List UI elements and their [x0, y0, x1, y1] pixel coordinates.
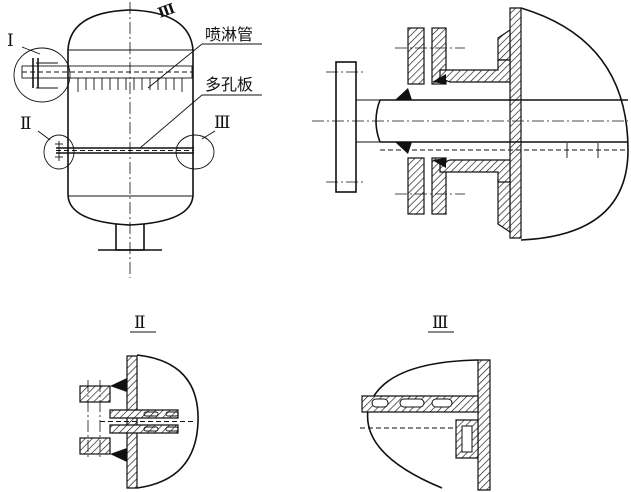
detail-two-wall	[126, 355, 138, 489]
vessel-mark: Ⅲ	[156, 1, 178, 22]
detail-three-wall	[477, 359, 491, 491]
detail-one-view	[312, 7, 629, 241]
spray-nozzles	[77, 78, 183, 92]
break-line	[520, 7, 629, 241]
detail-two-caption: Ⅱ	[134, 313, 146, 333]
liner-upper	[439, 59, 511, 83]
leader-spray-pipe	[147, 43, 203, 89]
detail-three-caption: Ⅲ	[432, 313, 448, 333]
detail-circle-two	[43, 134, 75, 170]
detail-two-break	[136, 354, 199, 489]
outer-flange	[335, 61, 357, 193]
leader-one	[21, 46, 41, 55]
detail-circle-one	[13, 47, 71, 103]
detail-circle-three	[175, 134, 215, 170]
perforated-plate-label: 多孔板	[205, 75, 253, 94]
leader-plate	[139, 94, 203, 149]
detail-three-view: Ⅲ	[360, 313, 491, 491]
leader-three	[201, 130, 216, 140]
vessel-wall	[509, 7, 522, 239]
liner-lower	[439, 159, 511, 183]
vessel-shell	[67, 9, 194, 226]
detail-two-label: Ⅱ	[20, 114, 32, 134]
detail-three-label: Ⅲ	[214, 113, 230, 133]
flange-lower	[407, 157, 425, 215]
leader-two	[37, 130, 51, 141]
vessel-elevation: Ⅲ I Ⅱ Ⅲ 喷淋管 多孔板	[7, 1, 262, 278]
detail-one-label: I	[7, 31, 14, 51]
spray-pipe-label: 喷淋管	[205, 25, 253, 44]
detail-two-view: Ⅱ	[79, 313, 199, 489]
flange-upper	[407, 27, 425, 85]
